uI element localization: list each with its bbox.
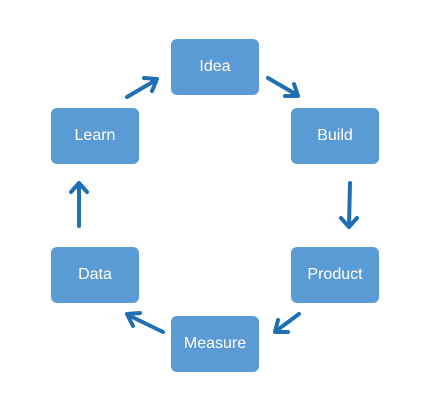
node-measure-label: Measure xyxy=(183,335,247,352)
node-measure: Measure xyxy=(171,316,259,372)
arrow-learn-to-idea xyxy=(125,76,159,99)
node-product: Product xyxy=(291,247,379,303)
arrow-data-to-learn xyxy=(69,181,89,228)
node-learn: Learn xyxy=(51,108,139,164)
node-data: Data xyxy=(51,247,139,303)
arrow-product-to-measure xyxy=(273,312,301,334)
arrow-measure-to-data xyxy=(125,311,165,334)
node-idea: Idea xyxy=(171,39,259,95)
arrow-idea-to-build xyxy=(266,76,300,98)
arrow-build-to-product xyxy=(339,181,359,229)
node-learn-label: Learn xyxy=(74,127,116,144)
node-data-label: Data xyxy=(78,266,112,283)
node-idea-label: Idea xyxy=(199,58,231,75)
node-build-label: Build xyxy=(317,127,353,144)
node-product-label: Product xyxy=(307,266,363,283)
node-build: Build xyxy=(291,108,379,164)
